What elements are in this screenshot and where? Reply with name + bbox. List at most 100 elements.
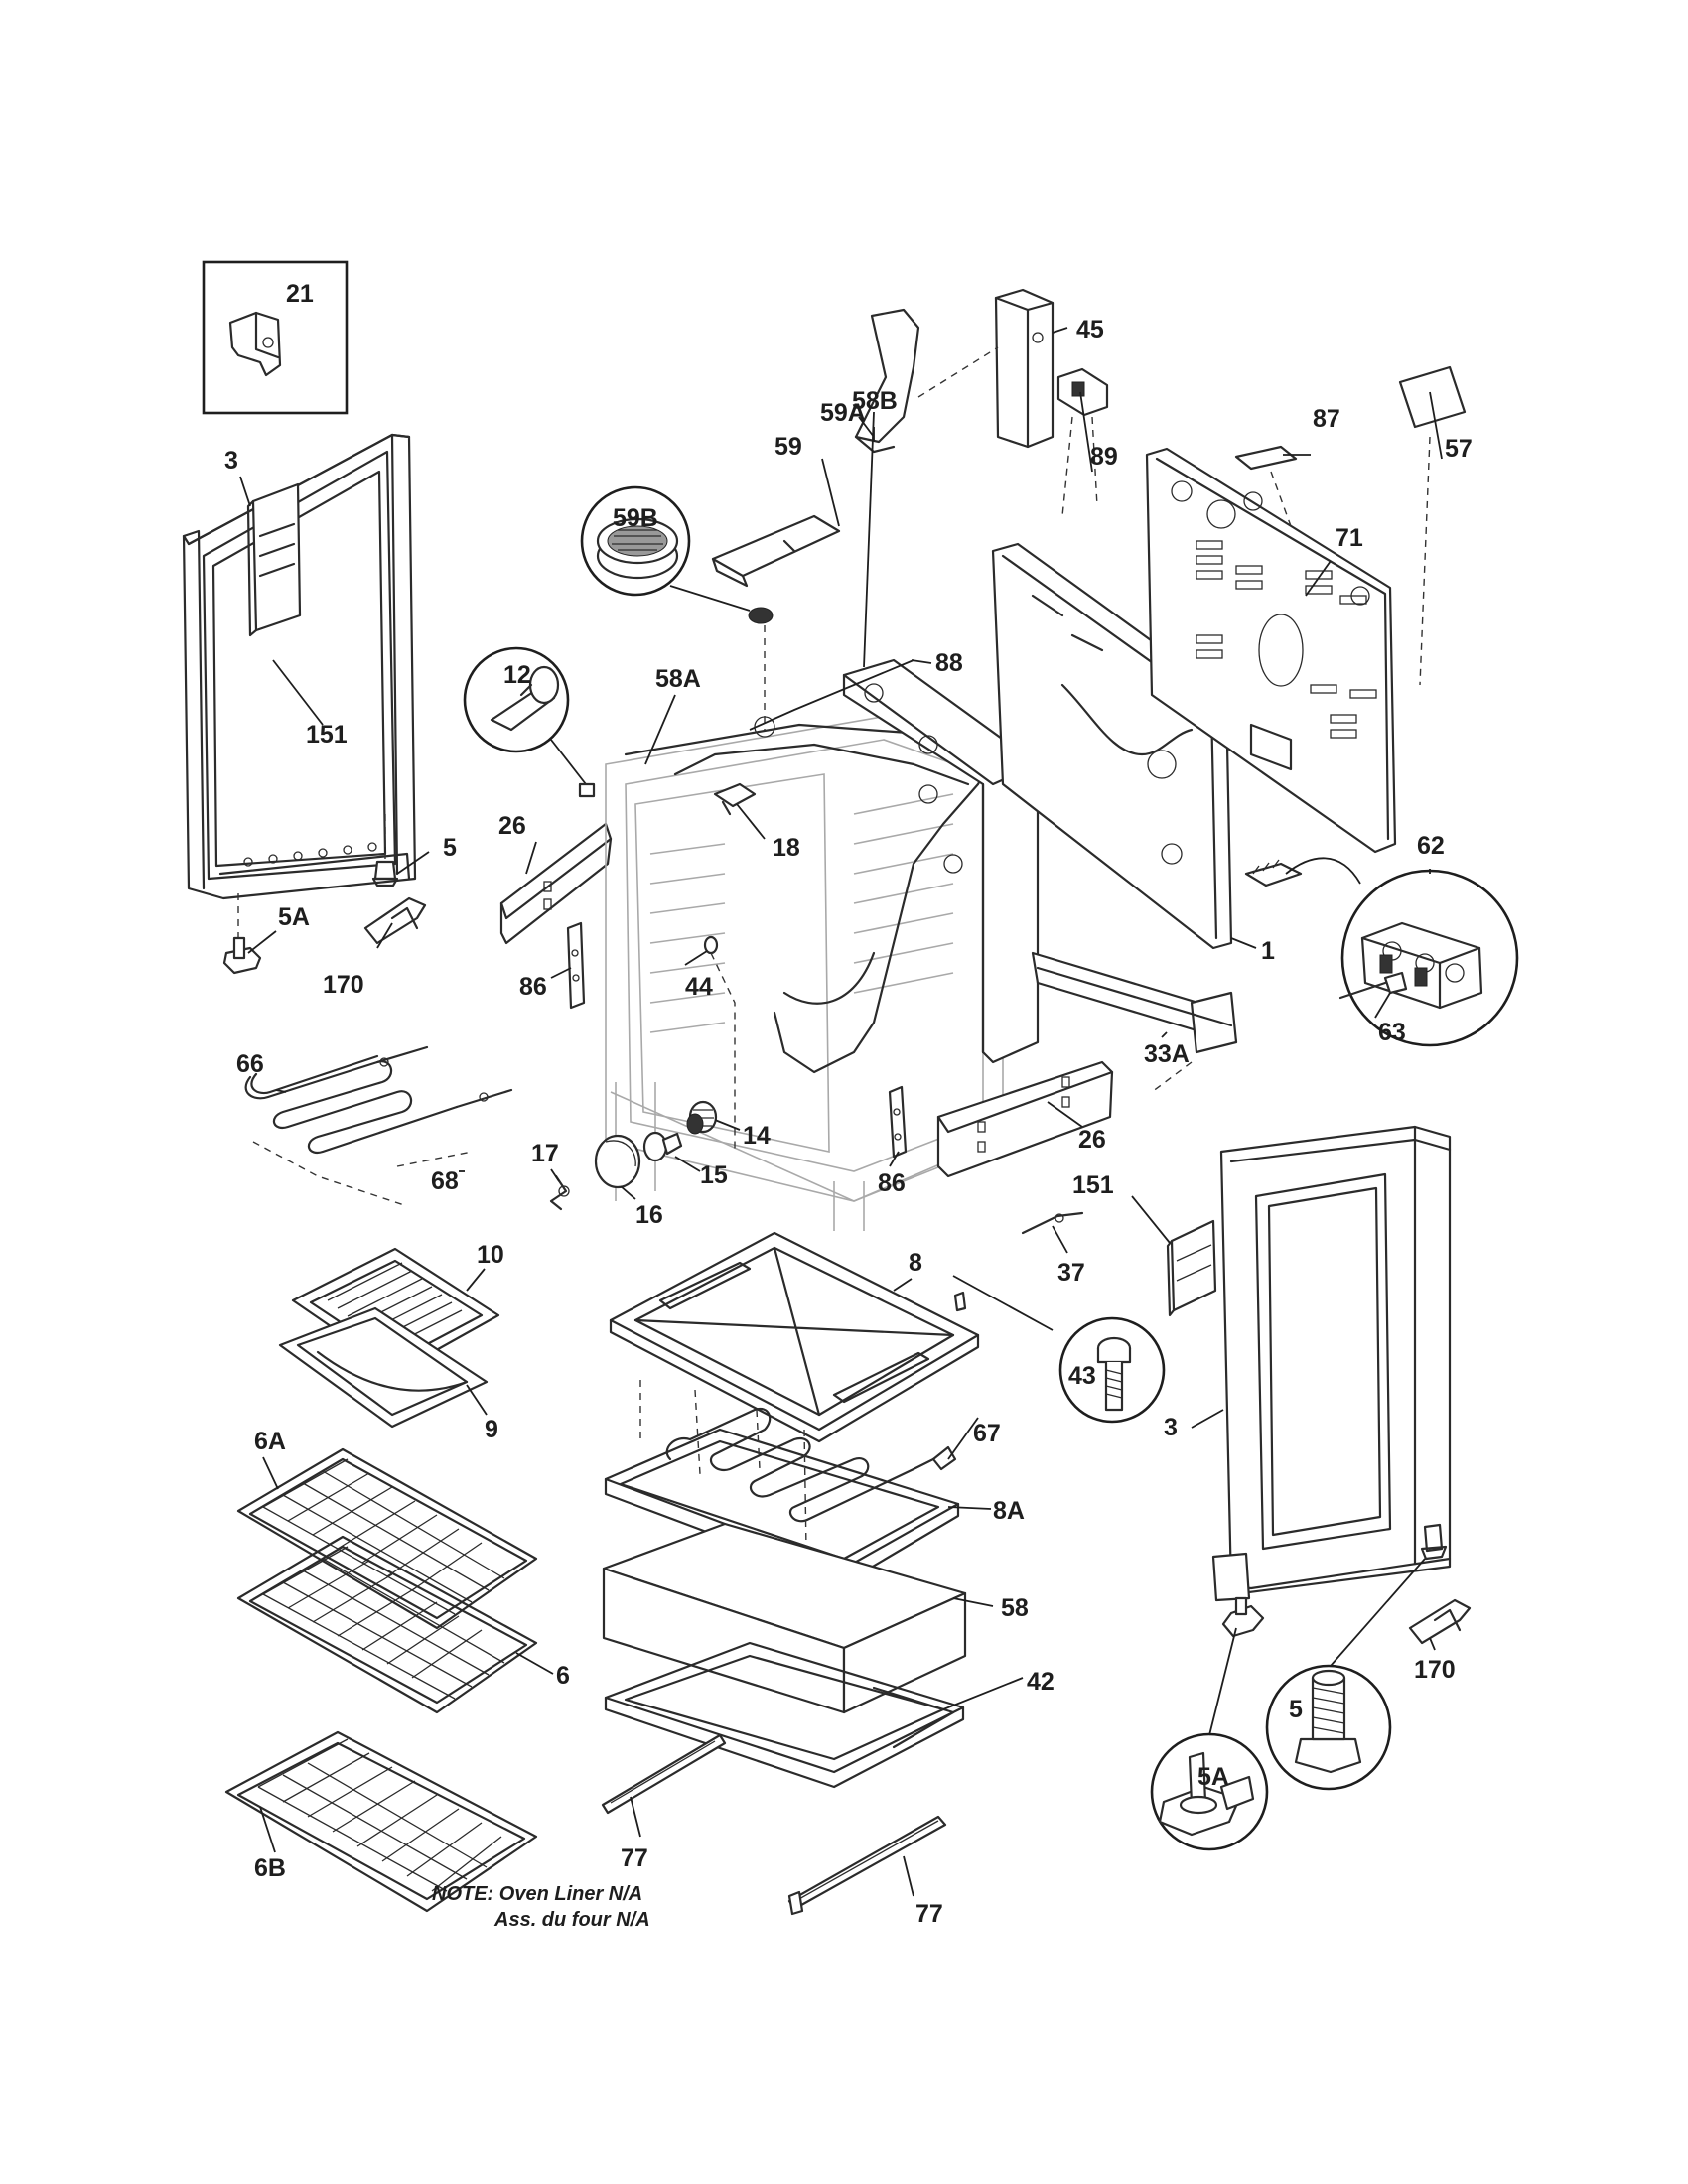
- callout-59: 59: [774, 433, 802, 461]
- slide-rail-77-right: [787, 1815, 947, 1916]
- latch-part-18: [713, 782, 757, 816]
- callout-12: 12: [503, 661, 531, 689]
- light-socket-14: [686, 1100, 718, 1135]
- door-hinge-holes: [243, 842, 377, 867]
- vent-slots-71: [1196, 540, 1377, 739]
- right-oven-door: [1211, 1125, 1452, 1602]
- callout-15: 15: [700, 1161, 728, 1189]
- part-151-left-bracket: [246, 482, 302, 637]
- plate-87: [1234, 445, 1298, 471]
- callout-5a-right: 5A: [1197, 1763, 1229, 1791]
- callout-58: 58: [1001, 1594, 1029, 1622]
- light-bulb-15: [642, 1131, 683, 1162]
- callout-88: 88: [935, 649, 963, 677]
- callout-37: 37: [1057, 1259, 1085, 1287]
- oven-rack-6a: [236, 1447, 538, 1630]
- callout-151-right: 151: [1072, 1171, 1114, 1199]
- oven-rack-6: [236, 1535, 538, 1714]
- vent-box-45: [917, 288, 1055, 449]
- oven-liner-note: NOTE: Oven Liner N/A Ass. du four N/A: [432, 1883, 650, 1931]
- back-insulation-58b: [842, 658, 1040, 1064]
- callout-86-left: 86: [519, 973, 547, 1001]
- bracket-37: [1021, 1211, 1084, 1235]
- callout-8: 8: [909, 1249, 922, 1277]
- callout-63: 63: [1378, 1019, 1406, 1046]
- right-bracket-170: [1408, 1598, 1472, 1645]
- callout-16: 16: [635, 1201, 663, 1229]
- callout-170-left: 170: [323, 971, 364, 999]
- part-12-light-socket-inset: [463, 646, 570, 753]
- bracket-86-right: [888, 1085, 908, 1159]
- right-leveler-5-inset: [1265, 1664, 1392, 1791]
- callout-151-left: 151: [306, 721, 348, 749]
- part-21-inset: [202, 260, 349, 415]
- left-oven-door: [182, 433, 417, 900]
- broil-element-66: [244, 1045, 513, 1155]
- callout-59b: 59B: [613, 504, 658, 532]
- callout-58a: 58A: [655, 665, 701, 693]
- insulation-blanket-58a: [624, 716, 1005, 1074]
- callout-9: 9: [485, 1416, 498, 1443]
- left-side-rail-26: [499, 822, 613, 945]
- callout-86-right: 86: [878, 1169, 906, 1197]
- light-socket-12-part: [578, 782, 596, 798]
- callout-10: 10: [477, 1241, 504, 1269]
- bracket-89: [1056, 367, 1109, 517]
- right-leg-5a-part: [1221, 1596, 1265, 1638]
- callout-6a: 6A: [254, 1428, 286, 1455]
- vent-cap-59b-part: [748, 607, 774, 624]
- callout-170-right: 170: [1414, 1656, 1456, 1684]
- callout-58b: 58B: [852, 387, 898, 415]
- wire-88: [749, 659, 914, 731]
- callout-77-left: 77: [621, 1844, 648, 1872]
- callout-8a: 8A: [993, 1497, 1025, 1525]
- callout-3-right: 3: [1164, 1414, 1178, 1441]
- screw-43-inset: [1058, 1316, 1166, 1424]
- callout-59a: 59A: [820, 399, 866, 427]
- callout-6: 6: [556, 1662, 570, 1690]
- leader-lines: [239, 327, 1443, 1897]
- slide-rail-77-left: [601, 1733, 727, 1815]
- callout-5a-left: 5A: [278, 903, 310, 931]
- callout-17: 17: [531, 1140, 559, 1167]
- screw-43-part: [953, 1291, 967, 1312]
- light-lens-16: [594, 1134, 641, 1189]
- callout-68: 68: [431, 1167, 459, 1195]
- callout-87: 87: [1313, 405, 1340, 433]
- callout-1: 1: [1261, 937, 1275, 965]
- part-44: [703, 935, 719, 955]
- left-bracket-170: [363, 896, 427, 945]
- right-leveler-5-part: [1420, 1523, 1448, 1561]
- callout-44: 44: [685, 973, 713, 1001]
- callout-57: 57: [1445, 435, 1473, 463]
- callout-6b: 6B: [254, 1854, 286, 1882]
- callout-67: 67: [973, 1420, 1001, 1447]
- insulation-pad-58: [602, 1522, 967, 1714]
- callout-45: 45: [1076, 316, 1104, 343]
- callout-26-left: 26: [498, 812, 526, 840]
- callout-21: 21: [286, 280, 314, 308]
- callout-33a: 33A: [1144, 1040, 1190, 1068]
- left-leg-5a: [222, 893, 262, 975]
- note-line-1: NOTE: Oven Liner N/A: [432, 1883, 642, 1905]
- callout-71: 71: [1336, 524, 1363, 552]
- note-line-2: Ass. du four N/A: [493, 1909, 650, 1931]
- callout-89: 89: [1090, 443, 1118, 471]
- callout-5-left: 5: [443, 834, 457, 862]
- left-leg-leveler-5: [371, 814, 399, 887]
- back-cover-71: [1145, 447, 1397, 854]
- callout-26-right: 26: [1078, 1126, 1106, 1154]
- callout-43: 43: [1068, 1362, 1096, 1390]
- rear-rail-33a: [1031, 951, 1238, 1093]
- callout-14: 14: [743, 1122, 771, 1150]
- terminal-block-62: [1244, 857, 1519, 1047]
- callout-42: 42: [1027, 1668, 1055, 1696]
- callout-5-right: 5: [1289, 1696, 1303, 1723]
- right-bracket-151: [1166, 1219, 1217, 1317]
- liner-rack-ribs: [649, 793, 954, 1033]
- wire-clip-17: [549, 1174, 570, 1211]
- callout-labels: 21 3 151 5 5A 170 12 26 86 44 58A 18 59B…: [224, 280, 1473, 1928]
- callout-62: 62: [1417, 832, 1445, 860]
- oven-bottom-8: [609, 1231, 980, 1443]
